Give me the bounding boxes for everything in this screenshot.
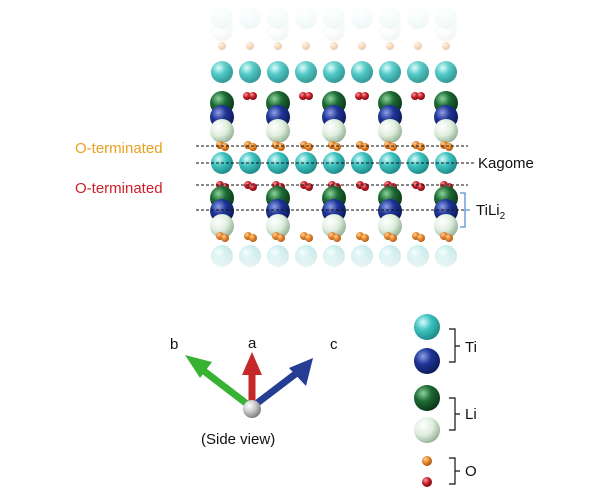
legend-o-bracket <box>449 457 460 485</box>
o-terminated-top-label: O-terminated <box>75 140 163 157</box>
ti-atom <box>239 152 261 174</box>
o-atom <box>333 143 341 151</box>
legend-ti-label: Ti <box>465 339 477 356</box>
legend-li-green-atom <box>414 385 440 411</box>
legend-ti-blue-atom <box>414 348 440 374</box>
li-atom <box>266 119 290 143</box>
c-axis-arrowhead <box>289 358 313 386</box>
o-atom <box>361 92 369 100</box>
legend-ti-cyan-atom <box>414 314 440 340</box>
o-atom <box>389 143 397 151</box>
legend-o-red-atom <box>422 477 432 487</box>
axis-b-label: b <box>170 336 178 353</box>
o-atom <box>249 92 257 100</box>
o-atom <box>445 143 453 151</box>
o-atom <box>411 92 419 100</box>
legend: Ti Li O <box>414 314 477 487</box>
o-atom <box>305 143 313 151</box>
o-atom <box>305 183 313 191</box>
o-terminated-bottom-label: O-terminated <box>75 180 163 197</box>
axes-indicator <box>185 352 313 418</box>
li-atom <box>434 214 458 238</box>
li-atom <box>434 119 458 143</box>
layer-guide-lines <box>196 145 476 211</box>
legend-li-white-atom <box>414 417 440 443</box>
axis-a-label: a <box>248 335 257 352</box>
legend-li-label: Li <box>465 406 477 423</box>
o-atom <box>277 143 285 151</box>
top-fade-overlay <box>190 0 480 70</box>
o-atom <box>249 143 257 151</box>
o-atom <box>243 92 251 100</box>
axis-c-label: c <box>330 336 338 353</box>
legend-ti-bracket <box>449 328 460 363</box>
li-atom <box>378 119 402 143</box>
o-atom <box>417 183 425 191</box>
li-atom <box>210 119 234 143</box>
o-atom <box>221 143 229 151</box>
tili2-label: TiLi2 <box>476 202 506 222</box>
o-atom <box>417 92 425 100</box>
bottom-fade-overlay <box>190 238 480 278</box>
o-atom <box>305 92 313 100</box>
axes-origin <box>243 400 261 418</box>
b-axis-arrowhead <box>185 355 212 378</box>
li-atom <box>322 119 346 143</box>
o-atom <box>417 143 425 151</box>
o-atom <box>361 143 369 151</box>
legend-o-orange-atom <box>422 456 432 466</box>
o-atom <box>249 183 257 191</box>
a-axis-arrowhead <box>242 352 262 375</box>
legend-li-bracket <box>449 397 460 431</box>
li-atom <box>322 214 346 238</box>
li-atom <box>210 214 234 238</box>
o-atom <box>299 92 307 100</box>
o-atom <box>355 92 363 100</box>
kagome-label: Kagome <box>478 155 534 172</box>
legend-o-label: O <box>465 463 477 480</box>
li-atom <box>378 214 402 238</box>
o-atom <box>361 183 369 191</box>
tili2-bracket <box>460 192 470 228</box>
side-view-caption: (Side view) <box>201 431 275 448</box>
li-atom <box>266 214 290 238</box>
ti-atom <box>379 152 401 174</box>
